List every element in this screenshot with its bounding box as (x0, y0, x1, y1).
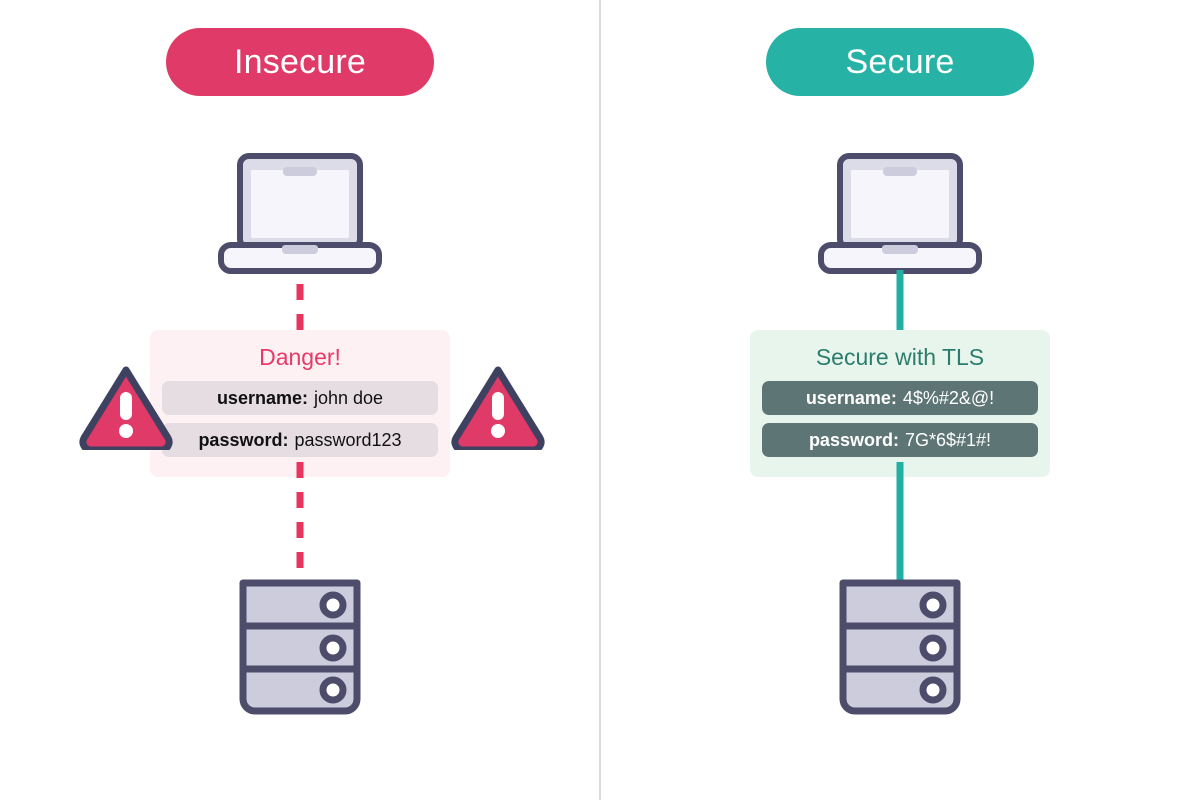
password-value: 7G*6$#1#! (904, 429, 992, 450)
credential-row-password: password: password123 (162, 423, 438, 457)
credential-row-username: username: john doe (162, 381, 438, 415)
laptop-icon (815, 150, 985, 280)
insecure-connector-bottom (296, 462, 304, 582)
insecure-badge: Insecure (166, 28, 434, 96)
credential-row-password: password: 7G*6$#1#! (762, 423, 1038, 457)
username-label: username: (805, 387, 897, 408)
secure-badge: Secure (766, 28, 1034, 96)
password-label: password: (808, 429, 899, 450)
username-label: username: (216, 387, 308, 408)
secure-badge-label: Secure (845, 42, 955, 81)
secure-connector-bottom (896, 462, 904, 582)
server-icon (838, 578, 962, 721)
warning-triangle-icon (78, 362, 174, 455)
insecure-badge-label: Insecure (233, 42, 366, 81)
secure-credentials-card: Secure with TLS username: 4$%#2&@! passw… (750, 330, 1050, 477)
laptop-icon (215, 150, 385, 280)
insecure-connector-top (296, 284, 304, 332)
insecure-credentials-card: Danger! username: john doe password: pas… (150, 330, 450, 477)
server-icon (238, 578, 362, 721)
secure-connector-top (896, 270, 904, 332)
username-value: john doe (313, 387, 384, 408)
warning-triangle-icon (450, 362, 546, 455)
insecure-panel: Insecure Danger! username: john doe pass… (78, 28, 546, 721)
credential-row-username: username: 4$%#2&@! (762, 381, 1038, 415)
password-value: password123 (294, 429, 402, 450)
danger-heading: Danger! (259, 344, 341, 370)
username-value: 4$%#2&@! (902, 387, 995, 408)
tls-heading: Secure with TLS (815, 344, 985, 370)
secure-panel: Secure Secure with TLS username: 4$%#2&@… (600, 0, 1200, 800)
password-label: password: (198, 429, 289, 450)
panel-divider (599, 0, 601, 800)
